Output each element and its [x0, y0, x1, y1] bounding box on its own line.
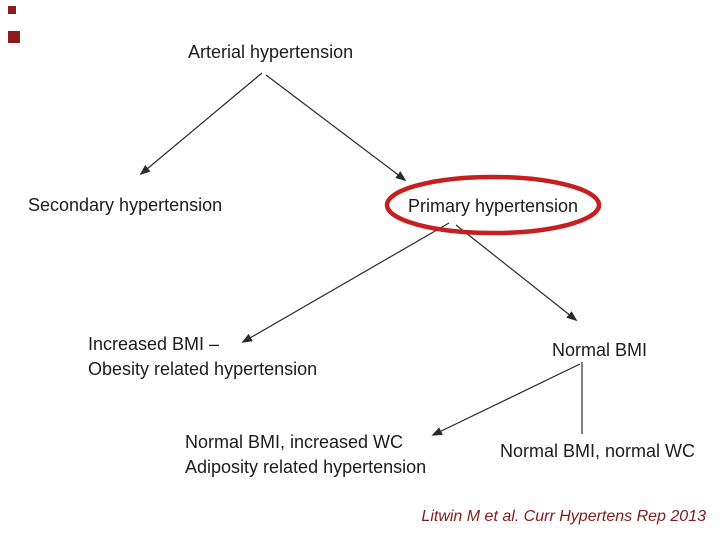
citation-text: Litwin M et al. Curr Hypertens Rep 2013	[421, 508, 706, 525]
node-secondary-hypertension: Secondary hypertension	[28, 195, 223, 215]
arrow-arterial-to-primary	[265, 74, 407, 182]
node-increased-bmi-line1: Increased BMI –	[88, 334, 220, 354]
node-arterial-hypertension: Arterial hypertension	[188, 42, 354, 62]
arrow-primary-to-normal-bmi	[455, 224, 578, 322]
node-adiposity-line2: Adiposity related hypertension	[185, 457, 427, 477]
arrow-primary-to-increased-bmi	[241, 222, 450, 343]
corner-square-large-icon	[8, 31, 20, 43]
corner-square-small-icon	[8, 6, 16, 14]
primary-hypertension-highlight-ellipse	[384, 174, 602, 236]
node-adiposity-line1: Normal BMI, increased WC	[185, 432, 404, 452]
node-normal-bmi-increased-wc: Normal BMI, increased WC Adiposity relat…	[185, 430, 426, 480]
node-normal-bmi-normal-wc: Normal BMI, normal WC	[500, 441, 696, 461]
arrow-normal-bmi-to-adiposity	[431, 363, 581, 436]
node-primary-hypertension: Primary hypertension	[408, 196, 579, 216]
node-normal-bmi: Normal BMI	[552, 340, 648, 360]
node-increased-bmi-line2: Obesity related hypertension	[88, 359, 318, 379]
arrow-arterial-to-secondary	[139, 72, 263, 176]
node-increased-bmi-obesity: Increased BMI – Obesity related hyperten…	[88, 332, 317, 382]
